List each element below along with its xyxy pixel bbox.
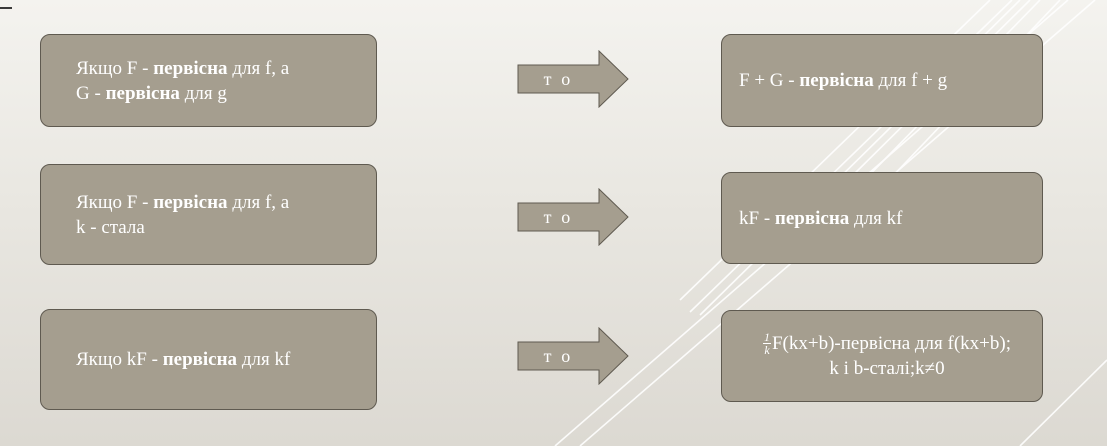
arrow-right-icon <box>517 188 629 246</box>
fraction-one-over-k: 1 k <box>762 330 771 357</box>
row-2-text: k - стала <box>76 216 145 238</box>
row-2-result-text: kF - <box>739 207 775 229</box>
row-1-result-text: F + G - <box>739 70 800 91</box>
row-2-result-text: для kf <box>849 207 903 229</box>
row-1-condition-line-1: Якщо F - первісна для f, а <box>76 56 376 81</box>
row-1-result-text: для f + g <box>873 70 948 91</box>
row-2-arrow: то <box>517 188 629 246</box>
row-3-bold-term: первісна <box>162 349 238 370</box>
row-3-text: для kf <box>237 349 291 370</box>
row-3-formula-line-1: 1 k F(kx+b)-первісна для f(kx+b); <box>762 330 1011 357</box>
arrow-right-icon <box>517 327 629 385</box>
row-3-text: Якщо kF - <box>76 349 163 370</box>
row-1-result-bold-term: первісна <box>799 70 874 91</box>
row-2-condition-line-2: k - стала <box>76 215 376 240</box>
row-2-text: Якщо F - <box>76 191 154 213</box>
row-2-result-bold-term: первісна <box>774 207 850 229</box>
row-3-arrow-label: то <box>543 345 581 366</box>
row-1-result-line: F + G - первісна для f + g <box>739 68 1042 93</box>
row-1-condition-box: Якщо F - первісна для f, а G - первісна … <box>40 34 377 127</box>
row-3-condition-box: Якщо kF - первісна для kf <box>40 309 377 410</box>
row-2-condition-line-1: Якщо F - первісна для f, а <box>76 190 376 215</box>
corner-mark <box>0 0 12 9</box>
row-3-arrow: то <box>517 327 629 385</box>
row-2-result-box: kF - первісна для kf <box>721 172 1043 264</box>
row-3-condition-line-1: Якщо kF - первісна для kf <box>76 347 376 372</box>
row-1-arrow-label: то <box>543 68 581 89</box>
row-2-condition-box: Якщо F - первісна для f, а k - стала <box>40 164 377 265</box>
row-3-formula-line-2: k і b-сталі;k≠0 <box>829 358 945 379</box>
row-2-bold-term: первісна <box>153 191 228 213</box>
row-1-condition-line-2: G - первісна для g <box>76 81 376 106</box>
row-1-text: Якщо F - <box>76 57 154 79</box>
row-1-result-box: F + G - первісна для f + g <box>721 34 1043 127</box>
row-1-text: для f, а <box>227 57 290 79</box>
row-1-text: для g <box>179 82 227 104</box>
fraction-denominator: k <box>764 343 770 357</box>
row-3-result-box: 1 k F(kx+b)-первісна для f(kx+b); k і b-… <box>721 310 1043 402</box>
row-2-result-line: kF - первісна для kf <box>739 206 1042 231</box>
row-3-formula-text: F(kx+b)-первісна для f(kx+b); <box>771 333 1011 354</box>
row-1-arrow: то <box>517 50 629 108</box>
row-2-text: для f, а <box>227 191 290 213</box>
row-2-arrow-label: то <box>543 206 581 227</box>
row-1-text: G - <box>76 82 106 104</box>
arrow-right-icon <box>517 50 629 108</box>
fraction-numerator: 1 <box>762 330 771 344</box>
row-1-bold-term: первісна <box>153 57 228 79</box>
row-1-bold-term: первісна <box>105 82 180 104</box>
